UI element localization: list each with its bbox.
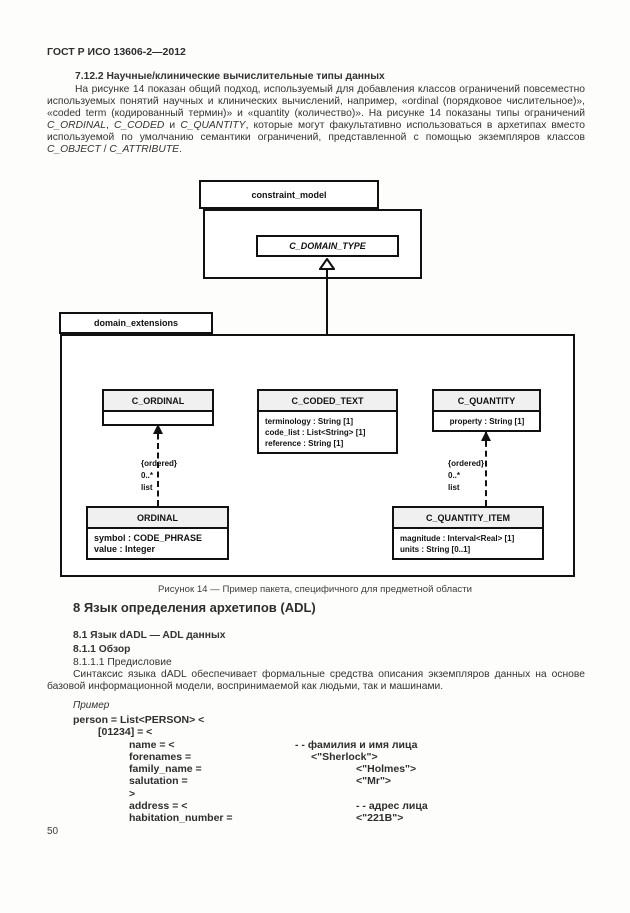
class-c-domain-type: C_DOMAIN_TYPE [256,235,399,257]
attribute-line: magnitude : Interval<Real> [1] [400,534,515,543]
code-annotation: <"Holmes"> [356,763,417,776]
class-c-quantity-title: C_QUANTITY [434,391,539,412]
attribute-line: reference : String [1] [265,439,344,448]
class-c-coded-text-title: C_CODED_TEXT [259,391,396,412]
code-line: habitation_number = <"221B"> [73,812,553,824]
association-constraint: {ordered} [141,459,178,468]
association-role: list [141,483,153,492]
section-8-paragraph: Синтаксис языка dADL обеспечивает формал… [47,669,585,692]
attribute-line: value : Integer [94,544,156,554]
class-c-ordinal-attributes [104,412,212,424]
class-c-quantity-attributes: property : String [1] [434,412,539,430]
class-ordinal: ORDINAL symbol : CODE_PHRASE value : Int… [86,506,229,560]
code-line: [01234] = < [73,726,553,738]
section-8-1-1-heading: 8.1.1 Обзор [73,644,131,655]
code-annotation: <"Mr"> [356,775,392,788]
code-annotation: - - адрес лица [356,800,428,813]
association-line-quantity-item [485,431,487,506]
code-text: [01234] = < [98,726,153,739]
code-text: habitation_number = [129,812,233,825]
inheritance-triangle-icon [319,258,335,270]
code-text: family_name = [129,763,202,776]
package-domain-extensions-label: domain_extensions [93,318,179,328]
class-ordinal-title: ORDINAL [88,508,227,529]
code-line: family_name = <"Holmes"> [73,763,553,775]
code-text: salutation = [129,775,188,788]
code-text: > [129,787,136,800]
section-8-heading: 8 Язык определения архетипов (ADL) [73,600,316,615]
class-c-quantity: C_QUANTITY property : String [1] [432,389,541,432]
attribute-line: property : String [1] [449,417,525,426]
code-text: name = < [129,738,175,751]
example-label: Пример [73,700,110,711]
class-c-ordinal: C_ORDINAL [102,389,214,426]
association-role: list [448,483,460,492]
code-annotation: - - фамилия и имя лица [295,738,418,751]
class-ordinal-attributes: symbol : CODE_PHRASE value : Integer [88,529,227,558]
code-line: name = < - - фамилия и имя лица [73,739,553,751]
association-line-ordinal [157,424,159,506]
package-constraint-model-label: constraint_model [251,189,327,200]
association-labels-left: {ordered} 0..* list [141,458,177,494]
code-line: > [73,788,553,800]
arrowhead-icon [153,424,163,434]
page-number: 50 [47,826,59,837]
class-c-coded-text: C_CODED_TEXT terminology : String [1] co… [257,389,398,454]
association-labels-right: {ordered} 0..* list [448,458,484,494]
attribute-line: symbol : CODE_PHRASE [94,533,203,543]
section-8-1-heading: 8.1 Язык dADL — ADL данных [73,630,226,641]
section-7-12-2: 7.12.2 Научные/клинические вычислительны… [47,71,585,156]
association-constraint: {ordered} [448,459,485,468]
attribute-line: code_list : List<String> [1] [265,428,366,437]
figure-14-caption: Рисунок 14 — Пример пакета, специфичного… [158,584,472,595]
class-c-coded-text-attributes: terminology : String [1] code_list : Lis… [259,412,396,452]
attribute-line: terminology : String [1] [265,417,353,426]
code-line: person = List<PERSON> < [73,714,553,726]
inheritance-line-vertical [326,270,328,354]
code-text: address = < [129,800,188,813]
code-text: person = List<PERSON> < [73,714,205,726]
attribute-line: units : String [0..1] [400,545,471,554]
running-header: ГОСТ Р ИСО 13606-2—2012 [47,46,186,58]
figure-14-diagram: constraint_model C_DOMAIN_TYPE domain_ex… [45,178,590,582]
class-c-quantity-item-title: C_QUANTITY_ITEM [394,508,542,529]
code-annotation: <"221B"> [356,812,404,825]
package-constraint-model-tab: constraint_model [199,180,379,209]
association-multiplicity: 0..* [448,471,461,480]
class-c-domain-type-title: C_DOMAIN_TYPE [258,237,397,255]
class-c-ordinal-title: C_ORDINAL [104,391,212,412]
code-block: person = List<PERSON> <[01234] = <name =… [73,714,553,825]
code-line: forenames = <"Sherlock"> [73,751,553,763]
class-c-quantity-item: C_QUANTITY_ITEM magnitude : Interval<Rea… [392,506,544,560]
class-c-quantity-item-attributes: magnitude : Interval<Real> [1] units : S… [394,529,542,558]
code-line: address = < - - адрес лица [73,800,553,812]
code-annotation: <"Sherlock"> [311,750,378,763]
association-multiplicity: 0..* [141,471,154,480]
section-7-12-2-paragraph: На рисунке 14 показан общий подход, испо… [47,84,585,155]
code-text: forenames = [129,750,192,763]
code-line: salutation = <"Mr"> [73,775,553,787]
section-8-1-1-1-heading: 8.1.1.1 Предисловие [73,657,172,668]
section-7-12-2-heading: 7.12.2 Научные/клинические вычислительны… [75,71,385,82]
arrowhead-icon [481,431,491,441]
package-domain-extensions-tab: domain_extensions [59,312,213,334]
